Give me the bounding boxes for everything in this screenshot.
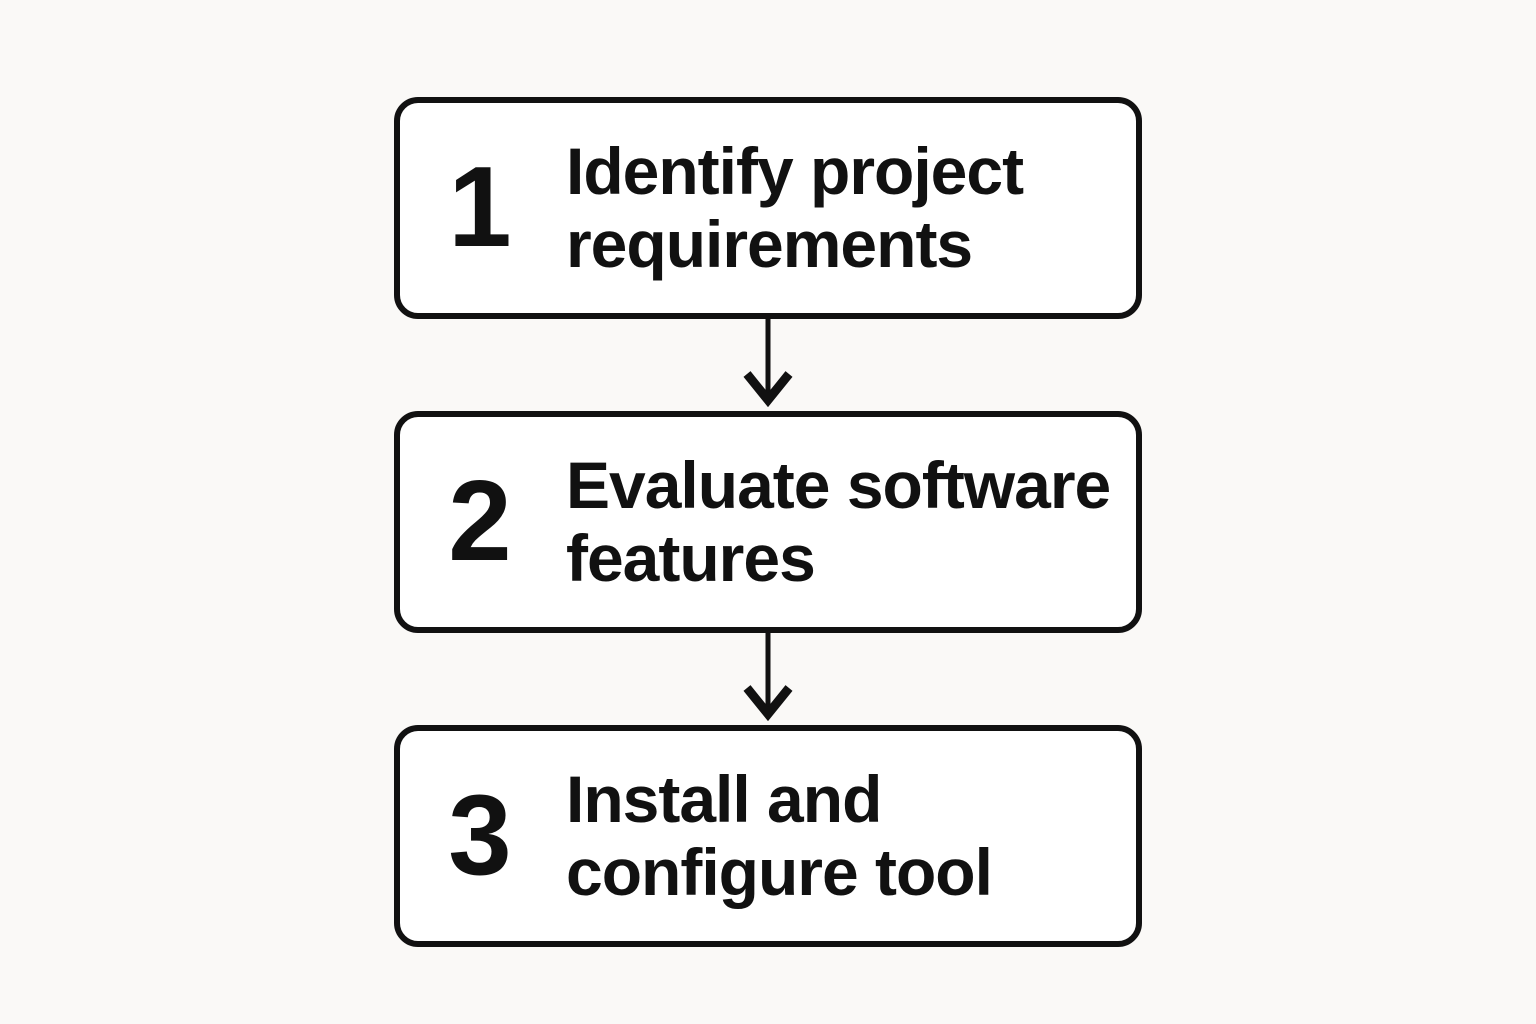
down-arrow-icon <box>394 633 1142 725</box>
step-3-label: Install and configure tool <box>558 763 1136 909</box>
step-2-number: 2 <box>448 458 511 585</box>
step-2-label-line-2: features <box>566 521 816 595</box>
step-1-label-line-1: Identify project <box>566 134 1024 208</box>
step-2-label: Evaluate software features <box>558 449 1136 595</box>
flowchart: 1 Identify project requirements 2 Evalua… <box>394 97 1142 947</box>
step-3-label-line-1: Install and <box>566 762 882 836</box>
step-2-label-line-1: Evaluate software <box>566 448 1111 522</box>
step-3-number: 3 <box>448 772 511 899</box>
down-arrow-icon <box>394 319 1142 411</box>
step-1-label: Identify project requirements <box>558 135 1136 281</box>
step-box-3: 3 Install and configure tool <box>394 725 1142 947</box>
step-box-1: 1 Identify project requirements <box>394 97 1142 319</box>
step-3-label-line-2: configure tool <box>566 835 993 909</box>
step-1-number: 1 <box>448 144 511 271</box>
step-box-2: 2 Evaluate software features <box>394 411 1142 633</box>
step-1-label-line-2: requirements <box>566 207 973 281</box>
